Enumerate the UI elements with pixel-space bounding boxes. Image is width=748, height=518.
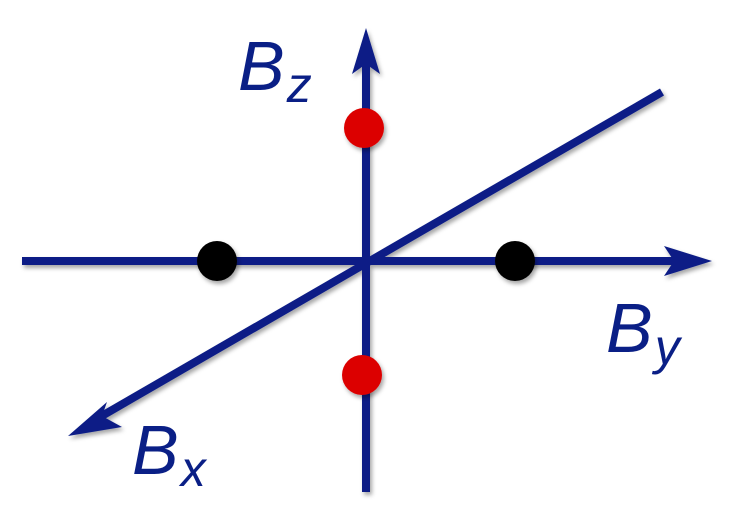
by-axis-label: By xyxy=(606,289,683,375)
points-group xyxy=(197,108,535,395)
black-point-left xyxy=(197,241,237,281)
bx-axis-line xyxy=(97,88,665,421)
bz-axis-arrowhead xyxy=(352,28,380,74)
bx-label-base: B xyxy=(132,411,179,489)
bx-axis-arrowhead xyxy=(68,402,122,436)
red-point-lower xyxy=(342,355,382,395)
bz-label-base: B xyxy=(238,27,285,105)
axes-group xyxy=(22,28,712,492)
black-point-right xyxy=(495,241,535,281)
bx-label-subscript: x xyxy=(179,441,208,497)
bz-axis-label: Bz xyxy=(238,27,312,113)
red-point-upper xyxy=(344,108,384,148)
bz-label-subscript: z xyxy=(286,57,312,113)
by-label-subscript: y xyxy=(652,319,683,375)
by-axis-arrowhead xyxy=(664,246,712,276)
by-label-base: B xyxy=(606,289,653,367)
bx-axis-label: Bx xyxy=(132,411,208,497)
